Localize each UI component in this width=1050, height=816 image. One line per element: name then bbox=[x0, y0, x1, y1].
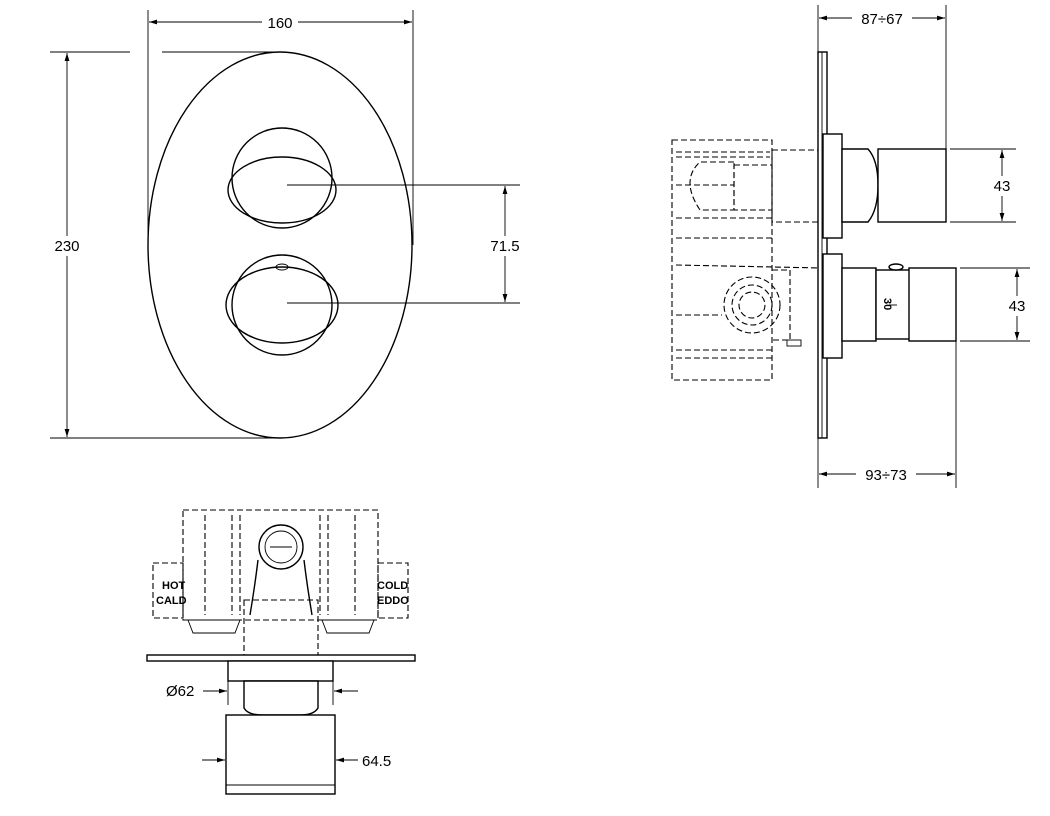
dimension-diameter: Ø62 bbox=[166, 681, 358, 705]
wall-plate-edge bbox=[146, 654, 416, 662]
dimension-width: 160 bbox=[147, 10, 414, 245]
svg-text:COLD: COLD bbox=[377, 580, 408, 592]
svg-text:87÷67: 87÷67 bbox=[861, 11, 903, 28]
dimension-knob-width: 64.5 bbox=[202, 753, 391, 770]
handle-neck bbox=[243, 680, 319, 716]
bottom-view: HOT CALD COLD EDDO Ø62 64.5 bbox=[146, 509, 416, 795]
upper-knob bbox=[227, 127, 337, 229]
flange-ring bbox=[227, 660, 334, 682]
dimension-lower-knob: 43 bbox=[960, 267, 1030, 342]
dimension-depth-top: 87÷67 bbox=[817, 5, 947, 149]
svg-text:160: 160 bbox=[267, 15, 292, 32]
svg-text:43: 43 bbox=[994, 178, 1011, 195]
lower-knob bbox=[225, 254, 339, 356]
dimension-depth-bottom: 93÷73 bbox=[817, 341, 957, 488]
concealed-body-top-dashed bbox=[152, 509, 409, 656]
svg-text:64.5: 64.5 bbox=[362, 753, 391, 770]
front-view: 160 230 71.5 bbox=[48, 10, 526, 439]
wall-plate bbox=[817, 51, 828, 439]
handle-cylinder bbox=[225, 714, 336, 795]
svg-text:30: 30 bbox=[881, 298, 893, 310]
cover-plate-oval bbox=[147, 51, 413, 439]
side-view: 30 87÷67 93÷73 43 43 bbox=[671, 5, 1030, 488]
dimension-upper-knob: 43 bbox=[950, 148, 1016, 223]
svg-text:43: 43 bbox=[1009, 298, 1026, 315]
svg-text:230: 230 bbox=[54, 238, 79, 255]
svg-text:71.5: 71.5 bbox=[490, 238, 519, 255]
dimension-height: 230 bbox=[48, 51, 280, 439]
concealed-body-dashed bbox=[671, 139, 823, 381]
dimension-knob-spacing: 71.5 bbox=[287, 184, 526, 304]
svg-text:93÷73: 93÷73 bbox=[865, 467, 907, 484]
svg-text:Ø62: Ø62 bbox=[166, 683, 194, 700]
upper-handle-side bbox=[822, 133, 947, 239]
svg-text:HOT: HOT bbox=[162, 580, 186, 592]
lower-handle-side: 30 bbox=[822, 253, 957, 359]
svg-text:CALD: CALD bbox=[156, 595, 187, 607]
svg-text:EDDO: EDDO bbox=[377, 595, 409, 607]
